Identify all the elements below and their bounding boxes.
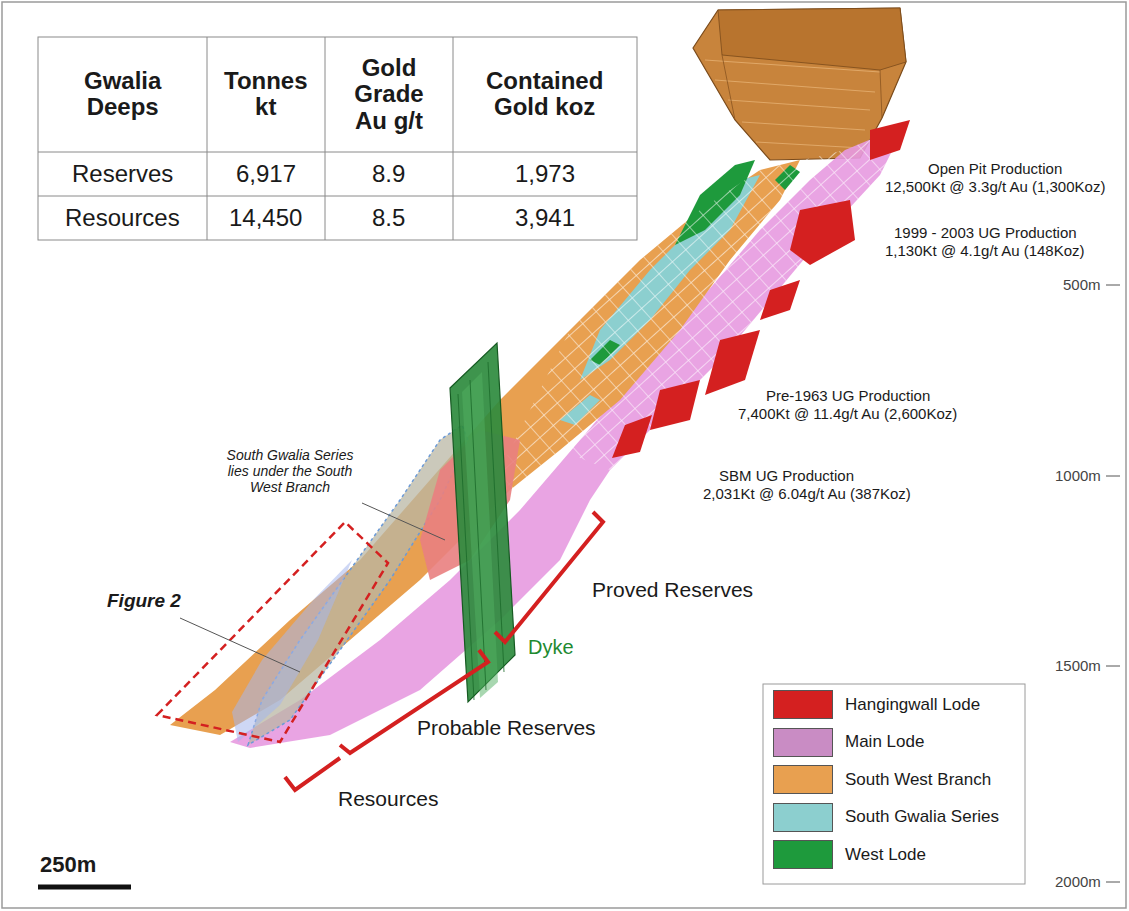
leader-line — [180, 618, 300, 672]
table-cell: 1,973 — [515, 160, 575, 188]
production-note: 7,400Kt @ 11.4g/t Au (2,600Koz) — [738, 405, 957, 422]
legend-text: Main Lode — [845, 732, 924, 752]
legend-swatch — [773, 728, 833, 757]
table-cell: 3,941 — [515, 204, 575, 232]
depth-label: 2000m — [1055, 873, 1101, 890]
legend-swatch — [773, 840, 833, 869]
table-cell: 8.5 — [372, 204, 405, 232]
legend-swatch — [773, 690, 833, 719]
reserve-label: Resources — [338, 787, 438, 811]
table-header: Gwalia Deeps — [84, 68, 161, 121]
table-cell: Resources — [65, 204, 180, 232]
table-cell: 8.9 — [372, 160, 405, 188]
production-note: 12,500Kt @ 3.3g/t Au (1,300Koz) — [885, 178, 1105, 195]
reserve-bracket — [285, 512, 603, 790]
depth-tick — [1106, 285, 1120, 882]
table-header: Tonnes kt — [224, 68, 308, 121]
production-note: 2,031Kt @ 6.04g/t Au (387Koz) — [703, 485, 911, 502]
table-header: Contained Gold koz — [486, 68, 603, 121]
dyke — [450, 343, 515, 702]
callout-note: South Gwalia Series lies under the South… — [215, 447, 365, 495]
legend-box — [763, 684, 1025, 884]
dyke-label: Dyke — [528, 636, 574, 659]
legend-text: Hangingwall Lode — [845, 695, 980, 715]
production-note: Pre-1963 UG Production — [766, 387, 930, 404]
legend-text: West Lode — [845, 845, 926, 865]
figure-label: Figure 2 — [107, 590, 181, 612]
production-note: 1,130Kt @ 4.1g/t Au (148Koz) — [885, 242, 1085, 259]
production-note: Open Pit Production — [928, 160, 1062, 177]
table-cell: Reserves — [72, 160, 173, 188]
depth-label: 1000m — [1055, 467, 1101, 484]
legend-text: South Gwalia Series — [845, 807, 999, 827]
production-note: SBM UG Production — [719, 467, 854, 484]
main-lode — [230, 125, 905, 748]
table-cell: 6,917 — [236, 160, 296, 188]
depth-label: 1500m — [1055, 657, 1101, 674]
table-grid — [38, 37, 637, 240]
reserve-label: Proved Reserves — [592, 578, 753, 602]
legend-swatch — [773, 803, 833, 832]
legend-swatch — [773, 765, 833, 794]
production-note: 1999 - 2003 UG Production — [894, 224, 1077, 241]
reserve-label: Probable Reserves — [417, 716, 596, 740]
depth-label: 500m — [1063, 276, 1101, 293]
scale-bar — [38, 885, 131, 890]
table-cell: 14,450 — [229, 204, 302, 232]
table-header: Gold Grade Au g/t — [348, 55, 430, 134]
scale-label: 250m — [40, 852, 96, 877]
stope-texture — [500, 125, 905, 490]
figure-box — [157, 522, 388, 742]
leader-line — [362, 503, 445, 540]
legend-text: South West Branch — [845, 770, 991, 790]
